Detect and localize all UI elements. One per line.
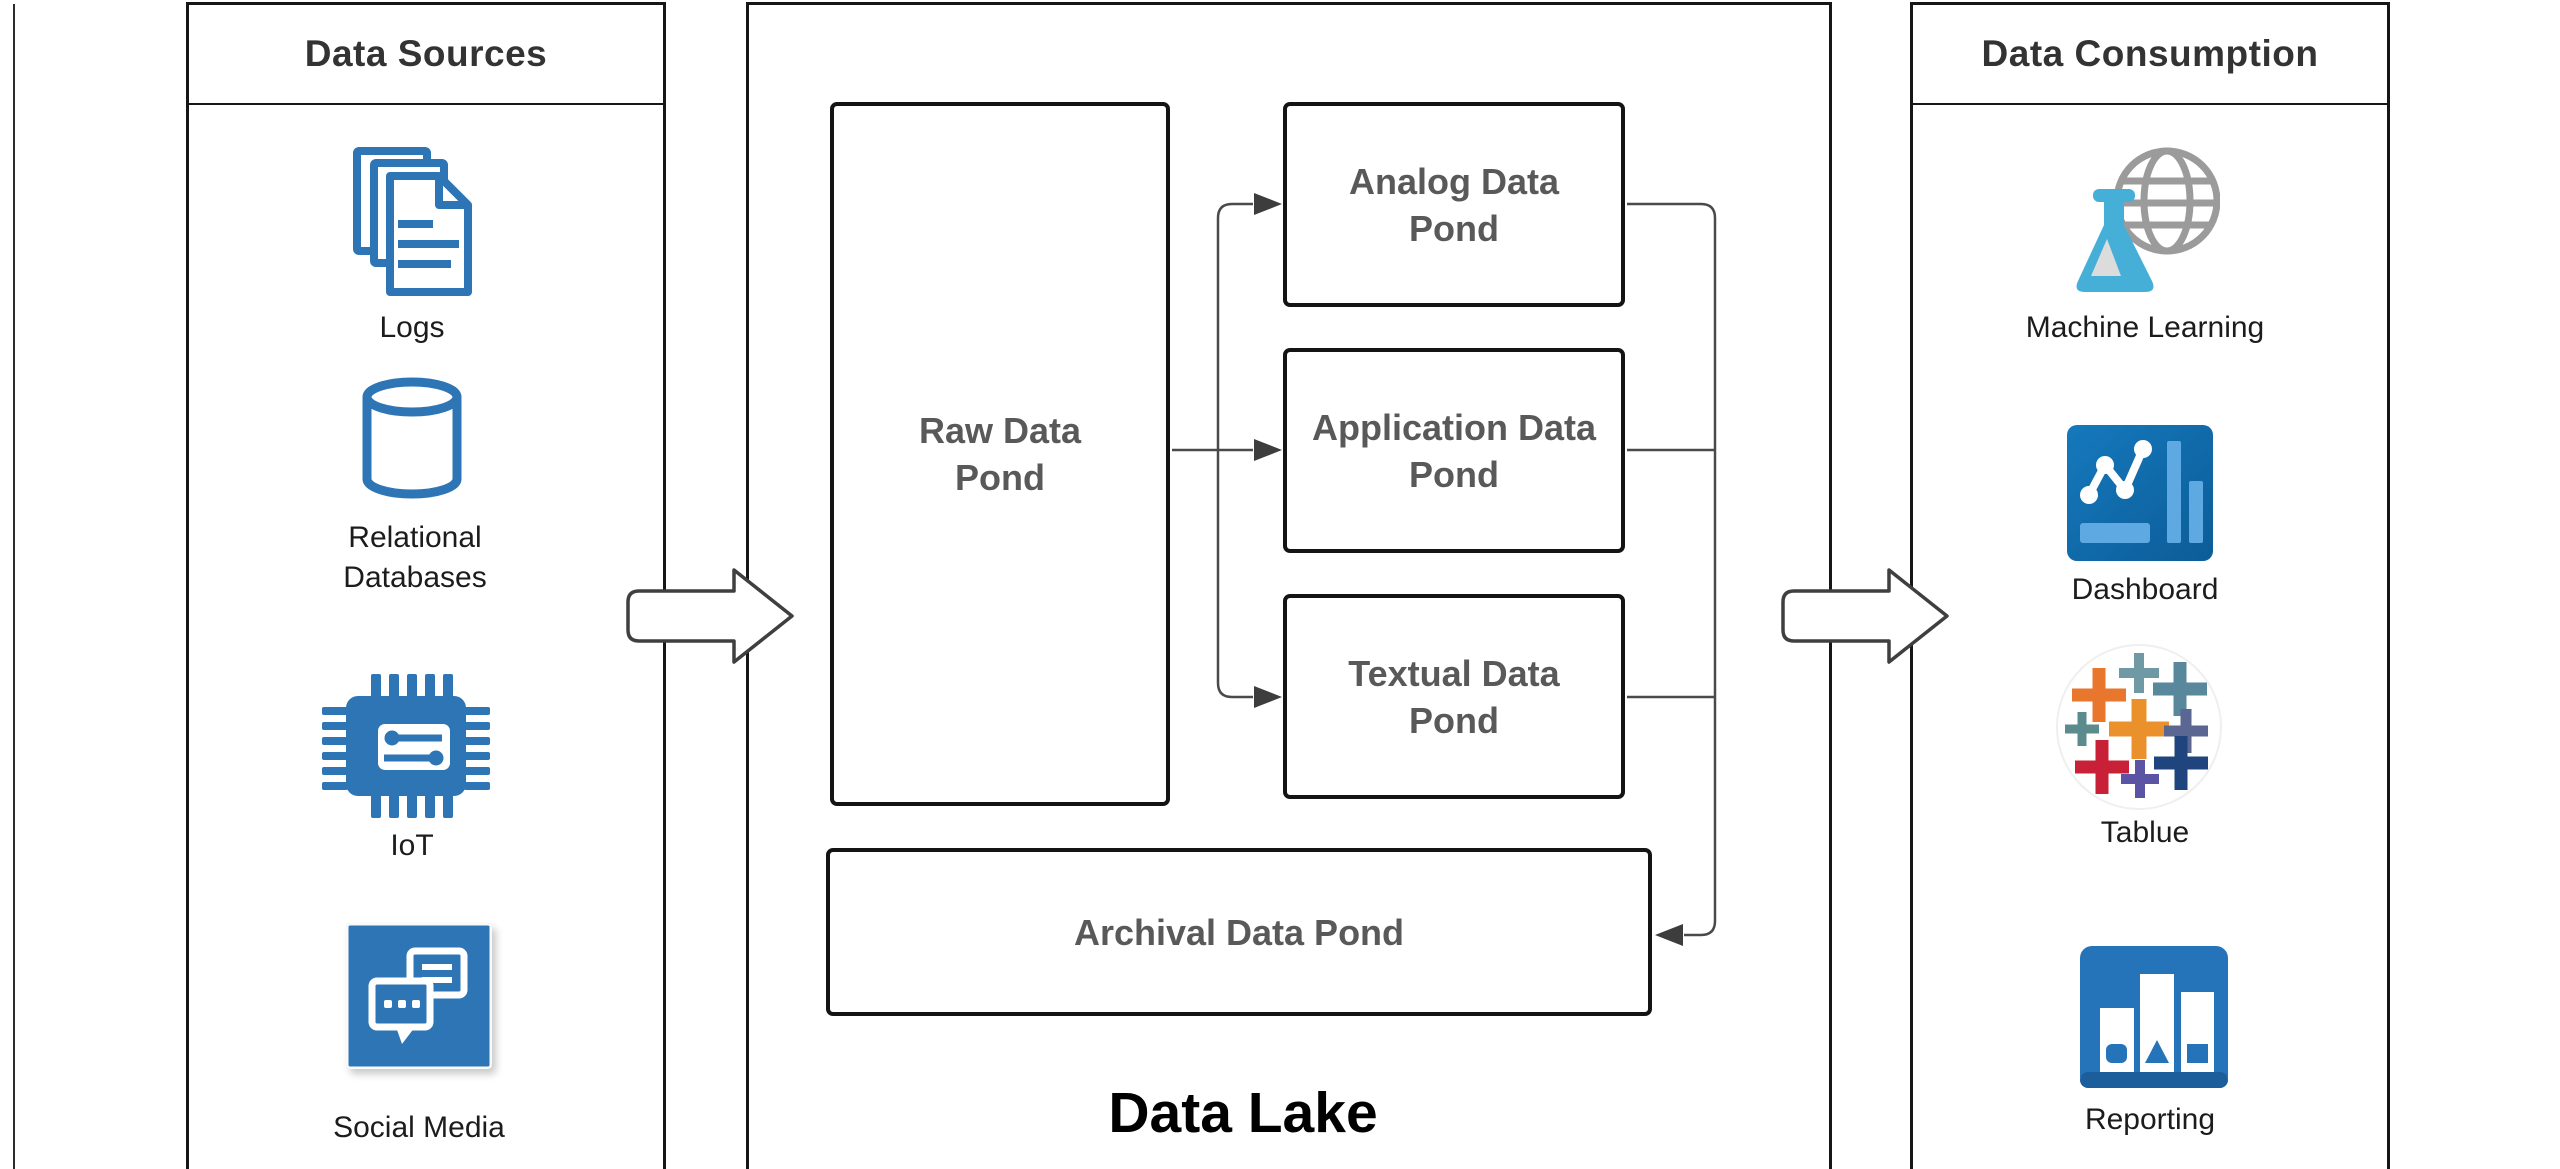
documents-icon	[353, 147, 472, 296]
consumption-item-label: Tablue	[2100, 816, 2190, 849]
analog-data-pond-box: Analog Data Pond	[1283, 102, 1625, 307]
flask-globe-icon	[2076, 147, 2220, 292]
data-sources-header: Data Sources	[189, 5, 663, 105]
canvas-edge-line	[13, 4, 15, 1169]
consumption-item-label: Machine Learning	[2025, 311, 2265, 344]
textual-data-pond-box: Textual Data Pond	[1283, 594, 1625, 799]
source-item-label: Relational Databases	[343, 521, 487, 594]
archival-data-pond-label: Archival Data Pond	[1073, 911, 1405, 953]
raw-data-pond-box: Raw Data Pond	[830, 102, 1170, 806]
chat-bubbles-icon	[346, 923, 492, 1069]
source-item-label: IoT	[390, 829, 434, 862]
archival-data-pond-box: Archival Data Pond	[826, 848, 1652, 1016]
database-cylinder-icon	[362, 377, 462, 499]
dashboard-chart-icon	[2067, 425, 2213, 561]
data-consumption-header: Data Consumption	[1913, 5, 2387, 105]
consumption-item-label: Reporting	[2084, 1103, 2216, 1136]
application-data-pond-box: Application Data Pond	[1283, 348, 1625, 553]
consumption-item-label: Dashboard	[2071, 573, 2219, 606]
raw-data-pond-label: Raw Data Pond	[918, 410, 1082, 498]
textual-data-pond-label: Textual Data Pond	[1348, 652, 1560, 741]
iot-chip-icon	[322, 674, 490, 818]
data-sources-title: Data Sources	[304, 33, 548, 74]
analog-data-pond-label: Analog Data Pond	[1348, 160, 1560, 249]
application-data-pond-label: Application Data Pond	[1311, 406, 1597, 495]
data-consumption-title: Data Consumption	[1981, 33, 2319, 74]
data-consumption-panel: Data Consumption	[1910, 2, 2390, 1169]
data-lake-title: Data Lake	[1108, 1081, 1378, 1145]
tableau-logo-icon	[2056, 644, 2222, 810]
source-item-label: Logs	[379, 311, 445, 344]
source-item-label: Social Media	[333, 1111, 505, 1144]
bar-chart-icon	[2080, 946, 2228, 1088]
